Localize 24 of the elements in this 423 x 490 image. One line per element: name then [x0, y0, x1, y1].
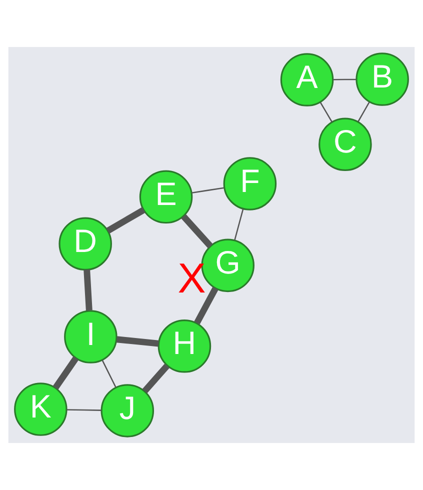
connector	[181, 214, 213, 248]
connector	[66, 409, 102, 411]
node-circle: F	[223, 157, 277, 210]
connector	[116, 336, 159, 347]
node-circle: E	[139, 170, 193, 224]
node-circle: J	[100, 384, 154, 438]
connector	[320, 102, 333, 122]
node-circle: A	[280, 53, 334, 106]
connector	[332, 78, 356, 80]
node-circle: B	[356, 52, 409, 106]
connector	[142, 364, 170, 394]
connector	[358, 102, 370, 122]
connector	[234, 208, 244, 240]
node-circle: K	[14, 382, 68, 436]
connector	[194, 286, 218, 324]
connector	[192, 187, 224, 194]
node-circle: H	[158, 320, 212, 373]
node-circle: D	[58, 217, 112, 270]
connector	[84, 270, 92, 311]
connector	[106, 207, 146, 234]
node-circle: I	[64, 310, 118, 364]
connector	[102, 360, 116, 388]
node-circle: C	[318, 118, 372, 171]
connector	[52, 356, 79, 390]
